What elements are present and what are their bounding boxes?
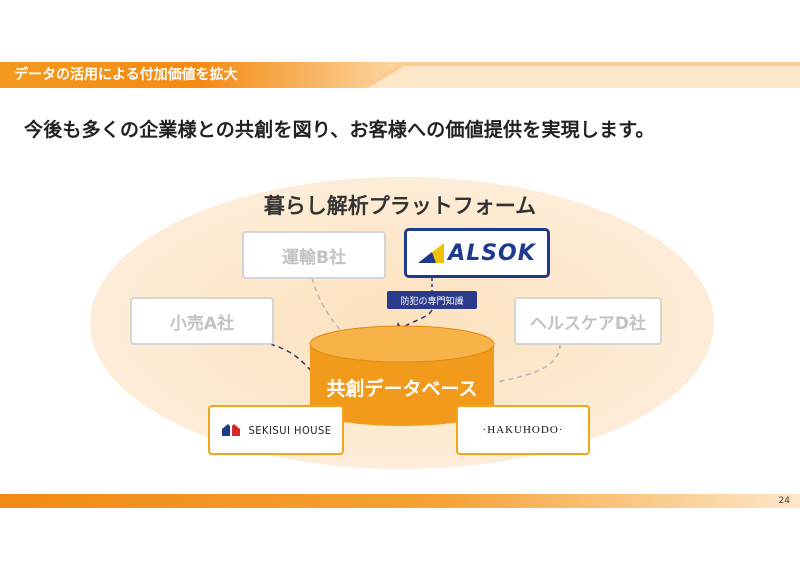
company-d-label: ヘルスケアD社 (529, 313, 647, 334)
page-number: 24 (778, 496, 790, 506)
company-b-box: 運輸B社 (242, 231, 386, 279)
company-a-label: 小売A社 (169, 313, 235, 334)
alsok-logo-box: ALSOK (404, 228, 550, 278)
company-d-box: ヘルスケアD社 (514, 297, 662, 345)
platform-title: 暮らし解析プラットフォーム (263, 194, 537, 218)
header-band (0, 62, 800, 88)
sekisui-mark-icon (222, 424, 241, 436)
alsok-logo-text: ALSOK (448, 240, 536, 266)
database-label: 共創データベース (326, 378, 478, 400)
lead-text: 今後も多くの企業様との共創を図り、お客様への価値提供を実現します。 (24, 119, 655, 141)
footer-band (0, 494, 800, 508)
sekisui-logo-box: SEKISUI HOUSE (208, 405, 344, 455)
alsok-expertise-tag: 防犯の専門知識 (387, 291, 477, 309)
section-title: データの活用による付加価値を拡大 (14, 67, 238, 83)
connector-company-a (269, 343, 313, 373)
company-b-label: 運輸B社 (282, 247, 346, 268)
sekisui-logo-text: SEKISUI HOUSE (248, 423, 332, 437)
hakuhodo-logo-text: ·HAKUHODO· (482, 424, 564, 436)
company-a-box: 小売A社 (130, 297, 274, 345)
database-cylinder (309, 325, 495, 426)
hakuhodo-logo-box: ·HAKUHODO· (456, 405, 590, 455)
alsok-mark-icon (418, 243, 445, 263)
connector-company-d (495, 343, 561, 383)
